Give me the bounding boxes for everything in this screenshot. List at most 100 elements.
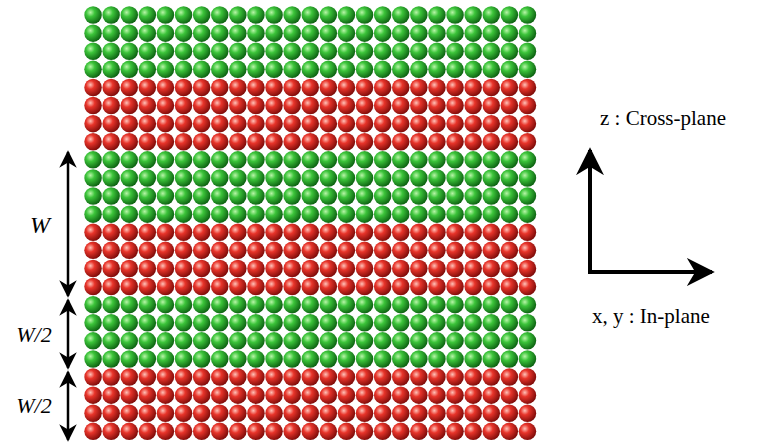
atom (519, 6, 537, 24)
atom (302, 187, 320, 205)
atom (501, 79, 518, 97)
dimension-label: W (30, 213, 50, 237)
atom (410, 350, 428, 368)
atom (392, 350, 410, 368)
atom (501, 187, 518, 205)
atom (428, 24, 446, 42)
atom (446, 332, 464, 350)
atom (483, 386, 501, 404)
atom (464, 350, 482, 368)
atom (139, 350, 157, 368)
atom (265, 79, 283, 97)
atom (193, 278, 211, 296)
atom (157, 6, 175, 24)
atom (265, 405, 283, 423)
atom (121, 423, 139, 441)
atom (211, 405, 229, 423)
atom (175, 187, 193, 205)
atom (211, 423, 229, 441)
atom (157, 169, 175, 187)
atom (302, 386, 320, 404)
atom (410, 332, 428, 350)
atom (157, 260, 175, 278)
atom (157, 205, 175, 223)
atom (102, 405, 120, 423)
atom (428, 43, 446, 61)
atom (302, 205, 320, 223)
atom (519, 61, 537, 79)
atom (84, 242, 102, 260)
atom (356, 205, 374, 223)
atom (283, 260, 301, 278)
atom (84, 205, 102, 223)
atom (265, 6, 283, 24)
atom (483, 133, 501, 151)
atom (102, 151, 120, 169)
atom (157, 97, 175, 115)
atom (464, 296, 482, 314)
atom (211, 368, 229, 386)
atom (428, 242, 446, 260)
atom (193, 205, 211, 223)
atom (446, 61, 464, 79)
atom (229, 133, 247, 151)
atom (121, 187, 139, 205)
atom (102, 224, 120, 242)
atom (392, 405, 410, 423)
atom (229, 43, 247, 61)
atom (302, 278, 320, 296)
atom (247, 133, 265, 151)
atom (211, 97, 229, 115)
atom (519, 332, 537, 350)
atom (283, 368, 301, 386)
atom (265, 350, 283, 368)
atom (139, 205, 157, 223)
atom (374, 296, 392, 314)
atom (392, 187, 410, 205)
atom (428, 61, 446, 79)
atom (392, 368, 410, 386)
atom (121, 115, 139, 132)
atom (338, 6, 356, 24)
atom (265, 278, 283, 296)
atom (356, 151, 374, 169)
atom (338, 79, 356, 97)
atom (446, 151, 464, 169)
atom (464, 133, 482, 151)
atom (464, 6, 482, 24)
atom (501, 405, 518, 423)
atom (302, 405, 320, 423)
atom (302, 169, 320, 187)
atom (229, 97, 247, 115)
atom (519, 79, 537, 97)
atom (356, 368, 374, 386)
atom (175, 205, 193, 223)
atom (265, 314, 283, 332)
atom (229, 205, 247, 223)
atom (84, 224, 102, 242)
atom (519, 386, 537, 404)
atom (320, 386, 338, 404)
atom (464, 314, 482, 332)
atom (302, 296, 320, 314)
atom (193, 386, 211, 404)
atom (392, 314, 410, 332)
atom (392, 6, 410, 24)
atom (483, 224, 501, 242)
atom (428, 423, 446, 441)
atom (302, 6, 320, 24)
atom (519, 151, 537, 169)
atom (519, 314, 537, 332)
atom (175, 224, 193, 242)
atom (302, 24, 320, 42)
atom (501, 296, 518, 314)
atom (392, 169, 410, 187)
atom (283, 97, 301, 115)
atom (175, 332, 193, 350)
atom (464, 43, 482, 61)
atom (374, 242, 392, 260)
atom (501, 260, 518, 278)
xy-axis-arrow (588, 270, 712, 274)
atom (356, 79, 374, 97)
